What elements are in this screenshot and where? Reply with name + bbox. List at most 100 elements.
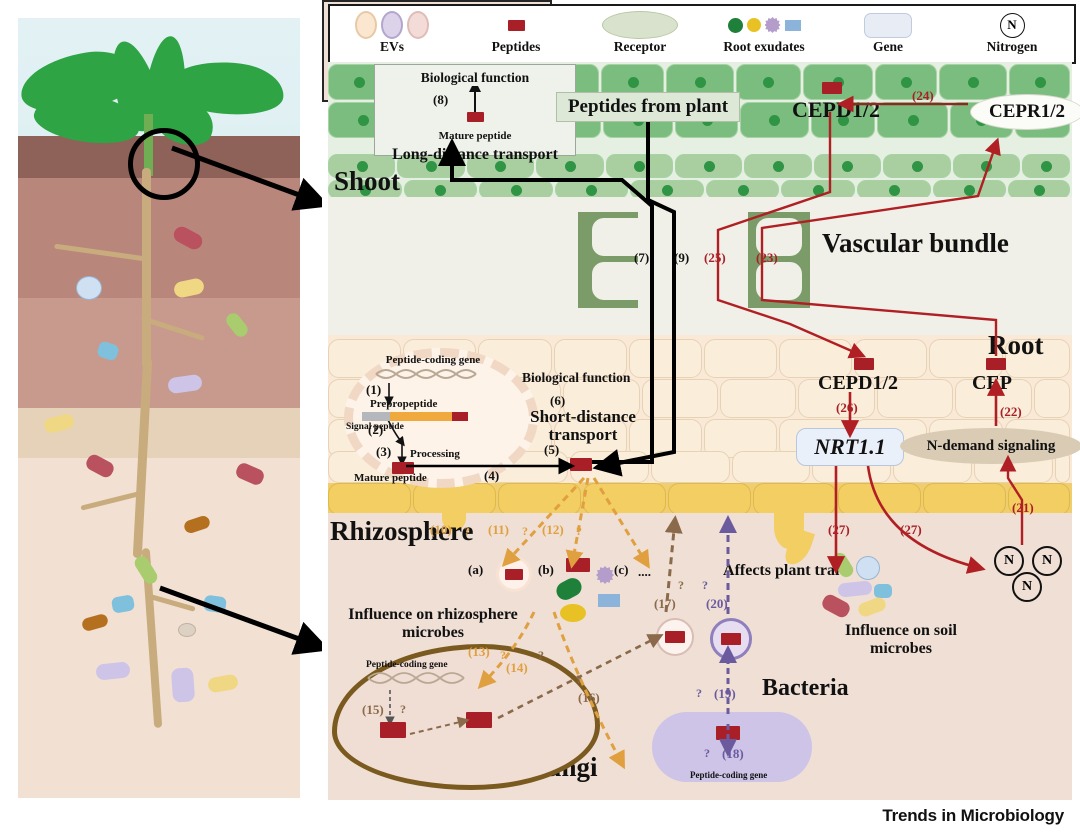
route-c-dots: .... bbox=[638, 564, 651, 579]
legend-label: Root exudates bbox=[723, 39, 805, 54]
mature-peptide-segment bbox=[452, 412, 468, 421]
step-25-label: (25) bbox=[704, 250, 726, 265]
legend-item-evs: EVs bbox=[330, 6, 454, 66]
cepd-shoot-label: CEPD1/2 bbox=[792, 97, 880, 122]
journal-footer: Trends in Microbiology bbox=[882, 806, 1064, 825]
n-demand-signaling-ellipse: N-demand signaling bbox=[900, 428, 1080, 464]
question-mark: ? bbox=[576, 524, 582, 538]
mature-peptide-label: Mature peptide bbox=[438, 130, 512, 142]
peptide-coding-gene-label: Peptide-coding gene bbox=[385, 354, 481, 366]
question-mark: ? bbox=[400, 702, 406, 716]
vascular-bundle-band bbox=[328, 197, 1072, 335]
processing-label: Processing bbox=[410, 448, 460, 460]
step-26-label: (26) bbox=[836, 400, 858, 415]
section-title-bacteria: Bacteria bbox=[762, 675, 849, 701]
cep-label: CEP bbox=[972, 372, 1012, 394]
soil-microbe bbox=[76, 276, 102, 300]
step-3-label: (3) bbox=[376, 444, 392, 459]
route-c-label: (c) bbox=[614, 562, 629, 577]
legend-label: Gene bbox=[873, 39, 903, 54]
section-title-rhizosphere: Rhizosphere bbox=[330, 516, 474, 546]
taproot bbox=[142, 168, 151, 368]
mature-peptide-marker bbox=[467, 112, 484, 122]
legend-label: Peptides bbox=[491, 39, 541, 54]
nrt-gene-box: NRT1.1 bbox=[796, 428, 904, 466]
fungi-peptide-marker bbox=[466, 712, 492, 728]
influence-soil-microbes-label: Influence on soil microbes bbox=[844, 622, 957, 657]
step-15-label: (15) bbox=[362, 702, 384, 717]
plant-illustration-panel bbox=[18, 18, 300, 798]
legend-label: Nitrogen bbox=[986, 39, 1038, 54]
section-title-root: Root bbox=[988, 330, 1044, 360]
route-a-label: (a) bbox=[468, 562, 484, 577]
cepd-root-peptide-marker bbox=[854, 358, 874, 370]
nitrogen-glyph: N bbox=[999, 12, 1025, 38]
step-14-label: (14) bbox=[506, 660, 528, 675]
root-exudate-yellow bbox=[560, 604, 586, 622]
bacteria-peptide-marker bbox=[716, 726, 740, 740]
route-b-label: (b) bbox=[538, 562, 554, 577]
step-12-label: (12) bbox=[542, 522, 564, 537]
long-distance-transport-box: Biological function (8) Mature peptide L… bbox=[374, 64, 576, 163]
biological-function-label-root: Biological function bbox=[522, 370, 631, 385]
legend-item-receptor: Receptor bbox=[578, 6, 702, 66]
fungi-peptide-marker bbox=[380, 722, 406, 738]
cepr-receptor: CEPR1/2 bbox=[970, 94, 1080, 130]
signal-peptide-label: Signal peptide bbox=[346, 422, 404, 432]
legend-item-root-exudates: Root exudates bbox=[702, 6, 826, 66]
nitrogen-circle-icon: N bbox=[999, 10, 1025, 40]
ev-vesicles-icon bbox=[355, 10, 429, 40]
receptor-ellipse-icon bbox=[602, 10, 678, 40]
signal-peptide-segment bbox=[362, 412, 390, 421]
nitrogen-glyph: N bbox=[1003, 553, 1015, 568]
question-mark: ? bbox=[538, 648, 544, 662]
soil-microbe bbox=[170, 667, 196, 703]
step-13-label: (13) bbox=[468, 644, 490, 659]
step-18-label: (18) bbox=[722, 746, 744, 761]
nitrogen-circle: N bbox=[1032, 546, 1062, 576]
n-demand-signaling-label: N-demand signaling bbox=[926, 437, 1056, 454]
legend-label: Receptor bbox=[613, 39, 667, 54]
soil-microbe bbox=[856, 556, 880, 580]
magnifier-lens-icon bbox=[128, 128, 200, 200]
root-exudate-star bbox=[596, 566, 614, 584]
legend-item-nitrogen: N Nitrogen bbox=[950, 6, 1074, 66]
root-hair bbox=[442, 505, 466, 531]
question-mark: ? bbox=[522, 524, 528, 538]
question-mark: ? bbox=[576, 672, 582, 686]
diagram-panel: EVs Peptides Receptor Root exudates Gene… bbox=[322, 0, 1080, 800]
step-2-label: (2) bbox=[368, 422, 384, 437]
peptides-from-plant-box: Peptides from plant bbox=[556, 92, 740, 122]
soil-layer-3 bbox=[18, 298, 300, 408]
question-mark: ? bbox=[702, 578, 708, 592]
cepd-shoot-peptide-marker bbox=[822, 82, 842, 94]
step-1-label: (1) bbox=[366, 382, 382, 397]
step-24-label: (24) bbox=[912, 88, 934, 103]
prepropeptide-label: Prepropeptide bbox=[370, 398, 438, 410]
step-16-label: (16) bbox=[578, 690, 600, 705]
nitrogen-circle: N bbox=[994, 546, 1024, 576]
short-distance-peptide-marker bbox=[570, 458, 592, 471]
question-mark: ? bbox=[678, 578, 684, 592]
question-mark: ? bbox=[696, 686, 702, 700]
step-5-label: (5) bbox=[544, 442, 560, 457]
soil-microbe bbox=[202, 594, 228, 614]
exudate-peptide-marker bbox=[566, 558, 590, 572]
propeptide-segment bbox=[390, 412, 452, 421]
gene-box-icon bbox=[864, 10, 912, 40]
root-gene-panel: Peptide-coding gene (1) Prepropeptide Si… bbox=[336, 340, 538, 488]
step-27b-label: (27) bbox=[900, 522, 922, 537]
xylem-vessel bbox=[578, 212, 638, 308]
cep-peptide-marker bbox=[986, 358, 1006, 370]
fungi-gene-label: Peptide-coding gene bbox=[366, 660, 448, 670]
cepd-root-label: CEPD1/2 bbox=[818, 372, 898, 394]
nitrogen-glyph: N bbox=[1021, 579, 1033, 594]
peptide-square-icon bbox=[507, 10, 525, 40]
soil-layer-5 bbox=[18, 458, 300, 798]
root-exudate-blue bbox=[598, 594, 620, 607]
biological-function-label: Biological function bbox=[420, 70, 530, 85]
step-20-label: (20) bbox=[706, 596, 728, 611]
ev-vesicle-route-a bbox=[496, 556, 532, 592]
step-8-label: (8) bbox=[433, 92, 449, 107]
mature-peptide-label: Mature peptide bbox=[354, 472, 427, 484]
